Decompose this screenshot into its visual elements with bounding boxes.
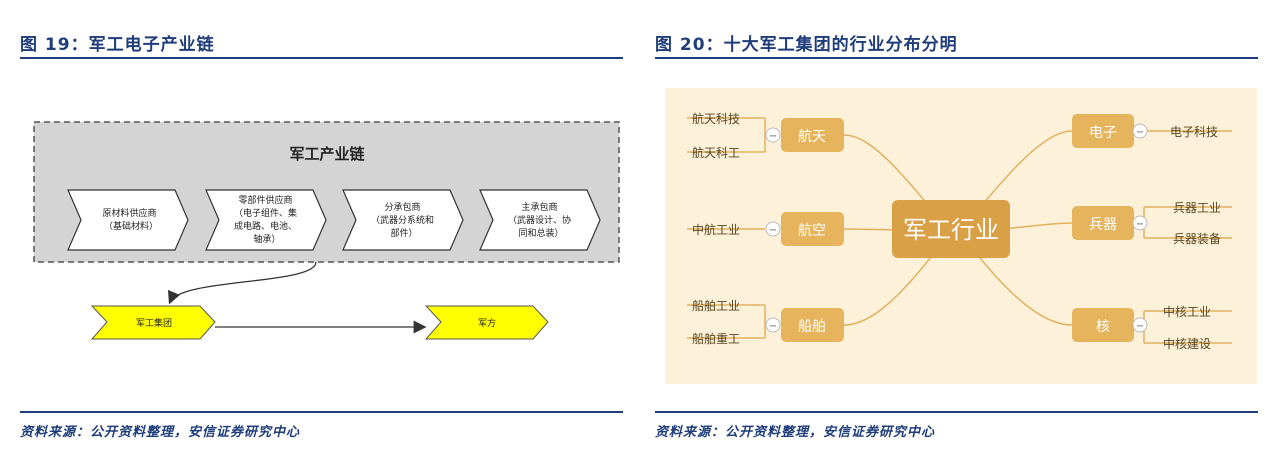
- collapse-icon[interactable]: −: [1136, 321, 1144, 332]
- step-4-line-2: （武器设计、协: [508, 214, 571, 226]
- leaf-ship-heavy: 船舶重工: [692, 331, 740, 346]
- branch-nuclear: 核 − 中核工业 中核建设: [1072, 304, 1211, 351]
- leaf-electronics-tech: 电子科技: [1170, 125, 1218, 139]
- branch-ordnance: 兵器 − 兵器工业 兵器装备: [1072, 201, 1221, 246]
- step-2-line-2: （电子组件、集: [234, 207, 297, 219]
- group-label: 军工集团: [136, 317, 172, 329]
- mindmap-diagram: − 航天 航天科技 航天科工 − 航空 中航工业 − 船舶 船舶工业 船舶重工 …: [665, 88, 1257, 384]
- node-electronics: 电子: [1089, 125, 1117, 141]
- center-label: 军工行业: [903, 216, 999, 244]
- army-chevron: 军方: [424, 305, 549, 340]
- branch-aviation: − 航空 中航工业: [692, 212, 844, 246]
- leaf-ordnance-equipment: 兵器装备: [1173, 232, 1221, 246]
- figure-20-source: 资料来源：公开资料整理，安信证券研究中心: [655, 425, 936, 440]
- step-3-line-3: 部件）: [390, 227, 417, 239]
- leaf-cnnc: 中核工业: [1163, 304, 1211, 319]
- leaf-cnecc: 中核建设: [1163, 336, 1211, 351]
- branch-aerospace: − 航天 航天科技 航天科工: [692, 111, 844, 160]
- curved-arrow: [168, 261, 317, 305]
- figure-19-title: 图 19：军工电子产业链: [20, 35, 215, 55]
- node-shipbuilding: 船舶: [798, 319, 826, 335]
- leaf-avic: 中航工业: [692, 222, 740, 237]
- figure-20-bottom-rule: [655, 411, 1258, 413]
- collapse-icon[interactable]: −: [1136, 127, 1144, 138]
- chain-step-3: 分承包商 （武器分系统和 部件）: [342, 189, 464, 251]
- leaf-aerospace-industry: 航天科工: [692, 145, 740, 160]
- collapse-icon[interactable]: −: [769, 131, 777, 142]
- step-2-line-4: 轴承）: [253, 233, 280, 245]
- leaf-ship-industry: 船舶工业: [692, 298, 740, 313]
- army-label: 军方: [478, 317, 496, 329]
- chain-step-1: 原材料供应商 （基础材料）: [67, 189, 189, 251]
- chain-title: 军工产业链: [289, 145, 365, 163]
- svg-text:原材料供应商 （基础材料）: 原材料供应商 （基础材料）: [103, 207, 160, 232]
- node-aerospace: 航天: [798, 129, 826, 145]
- figure-19-bottom-rule: [20, 411, 623, 413]
- figure-20-title: 图 20：十大军工集团的行业分布分明: [655, 35, 958, 55]
- collapse-icon[interactable]: −: [769, 321, 777, 332]
- svg-text:分承包商 （武器分系统和 部件）: 分承包商 （武器分系统和 部件）: [371, 201, 437, 239]
- step-2-line-3: 成电路、电池、: [234, 220, 297, 232]
- chain-step-4: 主承包商 （武器设计、协 同和总装）: [479, 189, 601, 251]
- chain-step-2: 零部件供应商 （电子组件、集 成电路、电池、 轴承）: [205, 189, 327, 251]
- figure-20-top-rule: [655, 57, 1258, 59]
- svg-text:零部件供应商 （电子组件、集 成电路: 零部件供应商 （电子组件、集 成电路、电池、 轴承）: [234, 194, 300, 245]
- node-aviation: 航空: [798, 223, 826, 239]
- step-3-line-2: （武器分系统和: [371, 214, 434, 226]
- leaf-ordnance-industry: 兵器工业: [1173, 201, 1221, 215]
- step-2-line-1: 零部件供应商: [239, 194, 293, 206]
- branch-electronics: 电子 − 电子科技: [1072, 114, 1218, 148]
- leaf-aerospace-tech: 航天科技: [692, 111, 740, 126]
- step-4-line-3: 同和总装）: [518, 227, 563, 239]
- step-4-line-1: 主承包商: [522, 201, 558, 213]
- svg-text:主承包商 （武器设计、协 同和总装）: 主承包商 （武器设计、协 同和总装）: [508, 201, 574, 239]
- group-chevron: 军工集团: [90, 305, 216, 340]
- node-ordnance: 兵器: [1089, 217, 1117, 233]
- step-1-line-2: （基础材料）: [104, 220, 158, 232]
- industry-chain-diagram: 军工产业链 原材料供应商 （基础材料） 零部件供应商 （电子组件、集 成电路、电…: [33, 121, 620, 340]
- figure-19-top-rule: [20, 57, 623, 59]
- branch-shipbuilding: − 船舶 船舶工业 船舶重工: [692, 298, 844, 346]
- step-1-line-1: 原材料供应商: [103, 207, 157, 219]
- center-node: 军工行业: [892, 200, 1010, 258]
- figure-19-source: 资料来源：公开资料整理，安信证券研究中心: [20, 425, 301, 440]
- step-3-line-1: 分承包商: [385, 201, 421, 213]
- collapse-icon[interactable]: −: [769, 225, 777, 236]
- collapse-icon[interactable]: −: [1136, 219, 1144, 230]
- node-nuclear: 核: [1096, 319, 1110, 335]
